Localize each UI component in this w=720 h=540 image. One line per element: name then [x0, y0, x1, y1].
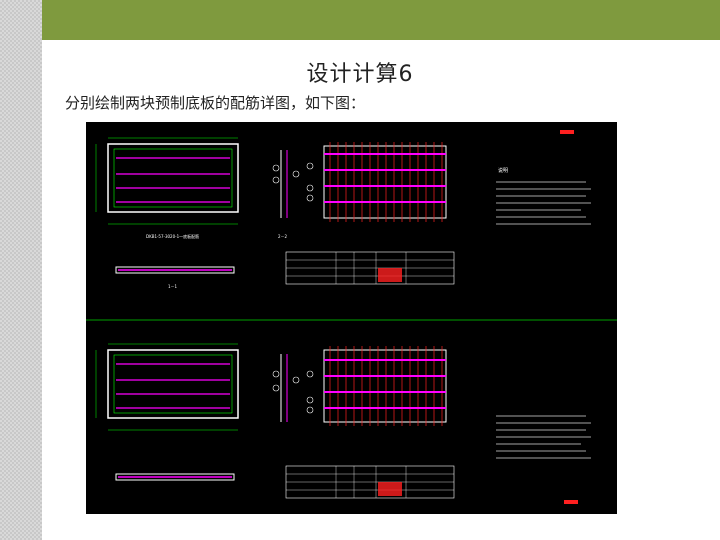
slide-title: 设计计算6: [306, 62, 414, 87]
stamp-bottom: [564, 500, 578, 504]
stamp-top: [560, 130, 574, 134]
elevation-markers-top: [272, 164, 300, 184]
notes-lines-top: [496, 181, 591, 225]
slide-subtitle: 分别绘制两块预制底板的配筋详图，如下图：: [65, 94, 366, 112]
plan-rebar-bottom: [116, 363, 230, 409]
rebar-plan-vertical-top: [329, 142, 443, 222]
plan-inner-top: [113, 148, 233, 208]
section-strip-bottom: [115, 473, 235, 481]
rebar-plan-vertical-bottom: [329, 346, 443, 426]
cad-drawing: DKB1-57-3020-1一底板配筋 1－1 2－2: [86, 122, 617, 514]
schedule-highlight-bottom: [378, 482, 402, 496]
schedule-grid-top: [286, 252, 454, 284]
cad-drawing-svg: DKB1-57-3020-1一底板配筋 1－1 2－2: [86, 130, 617, 504]
schedule-grid-bottom: [286, 466, 454, 498]
rebar-plan-markers-bottom: [306, 370, 314, 414]
top-panel: DKB1-57-3020-1一底板配筋 1－1 2－2: [95, 130, 591, 289]
header-bar: [42, 0, 720, 40]
bottom-panel: [95, 343, 591, 504]
schedule-highlight-top: [378, 268, 402, 282]
plan-dims-bottom: [95, 343, 238, 431]
notes-lines-bottom: [496, 415, 591, 459]
plan-rebar-top: [116, 157, 230, 203]
plan-inner-bottom: [113, 354, 233, 414]
notes-title-top: 说明: [498, 167, 508, 174]
plan-outline-top: [107, 143, 239, 213]
plan-dims-top: [95, 137, 238, 225]
rebar-plan-horizontal-bottom: [324, 359, 446, 409]
section-strip-top: [115, 266, 235, 274]
rebar-plan-markers-top: [306, 162, 314, 202]
rebar-plan-outline-bottom: [323, 349, 447, 423]
rebar-plan-outline-top: [323, 145, 447, 219]
section-label-top: 1－1: [168, 284, 178, 289]
elevation-markers-bottom: [272, 370, 300, 392]
rebar-plan-horizontal-top: [324, 153, 446, 203]
plan-outline-bottom: [107, 349, 239, 419]
plan-caption-top: DKB1-57-3020-1一底板配筋: [146, 233, 199, 239]
elevation-label-top: 2－2: [278, 234, 288, 239]
